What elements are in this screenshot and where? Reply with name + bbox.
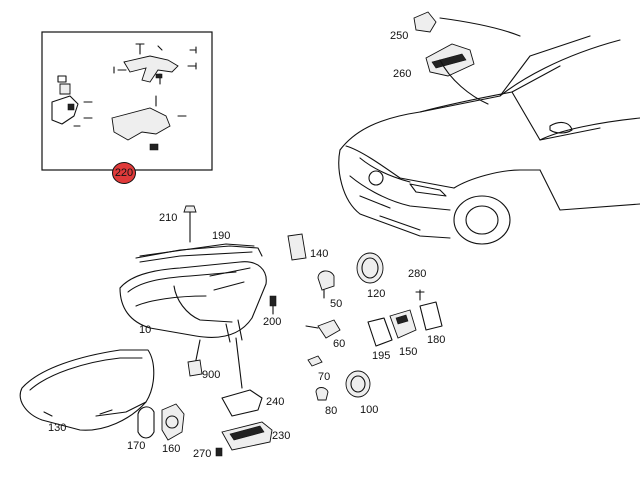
part-label-240[interactable]: 240 [266,396,285,408]
part-label-270[interactable]: 270 [193,448,212,460]
part-label-60[interactable]: 60 [333,338,346,350]
part-label-230[interactable]: 230 [272,430,291,442]
part-label-260[interactable]: 260 [393,68,412,80]
part-label-50[interactable]: 50 [330,298,343,310]
headlamp-assembly-drawing [119,205,277,389]
caps-drawing [345,252,384,398]
headlamp-housing-130-drawing [19,349,155,431]
camera-module-drawing [413,11,521,105]
part-label-170[interactable]: 170 [127,440,146,452]
part-label-180[interactable]: 180 [427,334,446,346]
bracket-kit-inset-frame [41,31,213,171]
part-label-280[interactable]: 280 [408,268,427,280]
car-outline-drawing [338,35,640,245]
gasket-140-drawing [287,233,307,261]
part-label-190[interactable]: 190 [212,230,231,242]
part-label-120[interactable]: 120 [367,288,386,300]
part-number-220-highlighted[interactable]: 220 [112,162,136,184]
part-label-210[interactable]: 210 [159,212,178,224]
part-label-70[interactable]: 70 [318,371,331,383]
part-label-900[interactable]: 900 [202,369,221,381]
part-label-140[interactable]: 140 [310,248,329,260]
part-label-200[interactable]: 200 [263,316,282,328]
bulbs-drawing [305,270,341,401]
part-label-130[interactable]: 130 [48,422,67,434]
part-label-100[interactable]: 100 [360,404,379,416]
bracket-kit-drawing [51,43,197,151]
control-unit-drawing [215,389,273,457]
part-label-195[interactable]: 195 [372,350,391,362]
part-label-80[interactable]: 80 [325,405,338,417]
lower-bracket-drawing [137,403,185,441]
part-label-150[interactable]: 150 [399,346,418,358]
part-label-160[interactable]: 160 [162,443,181,455]
part-label-250[interactable]: 250 [390,30,409,42]
part-label-10[interactable]: 10 [139,324,152,336]
ballast-parts-drawing [367,289,443,347]
